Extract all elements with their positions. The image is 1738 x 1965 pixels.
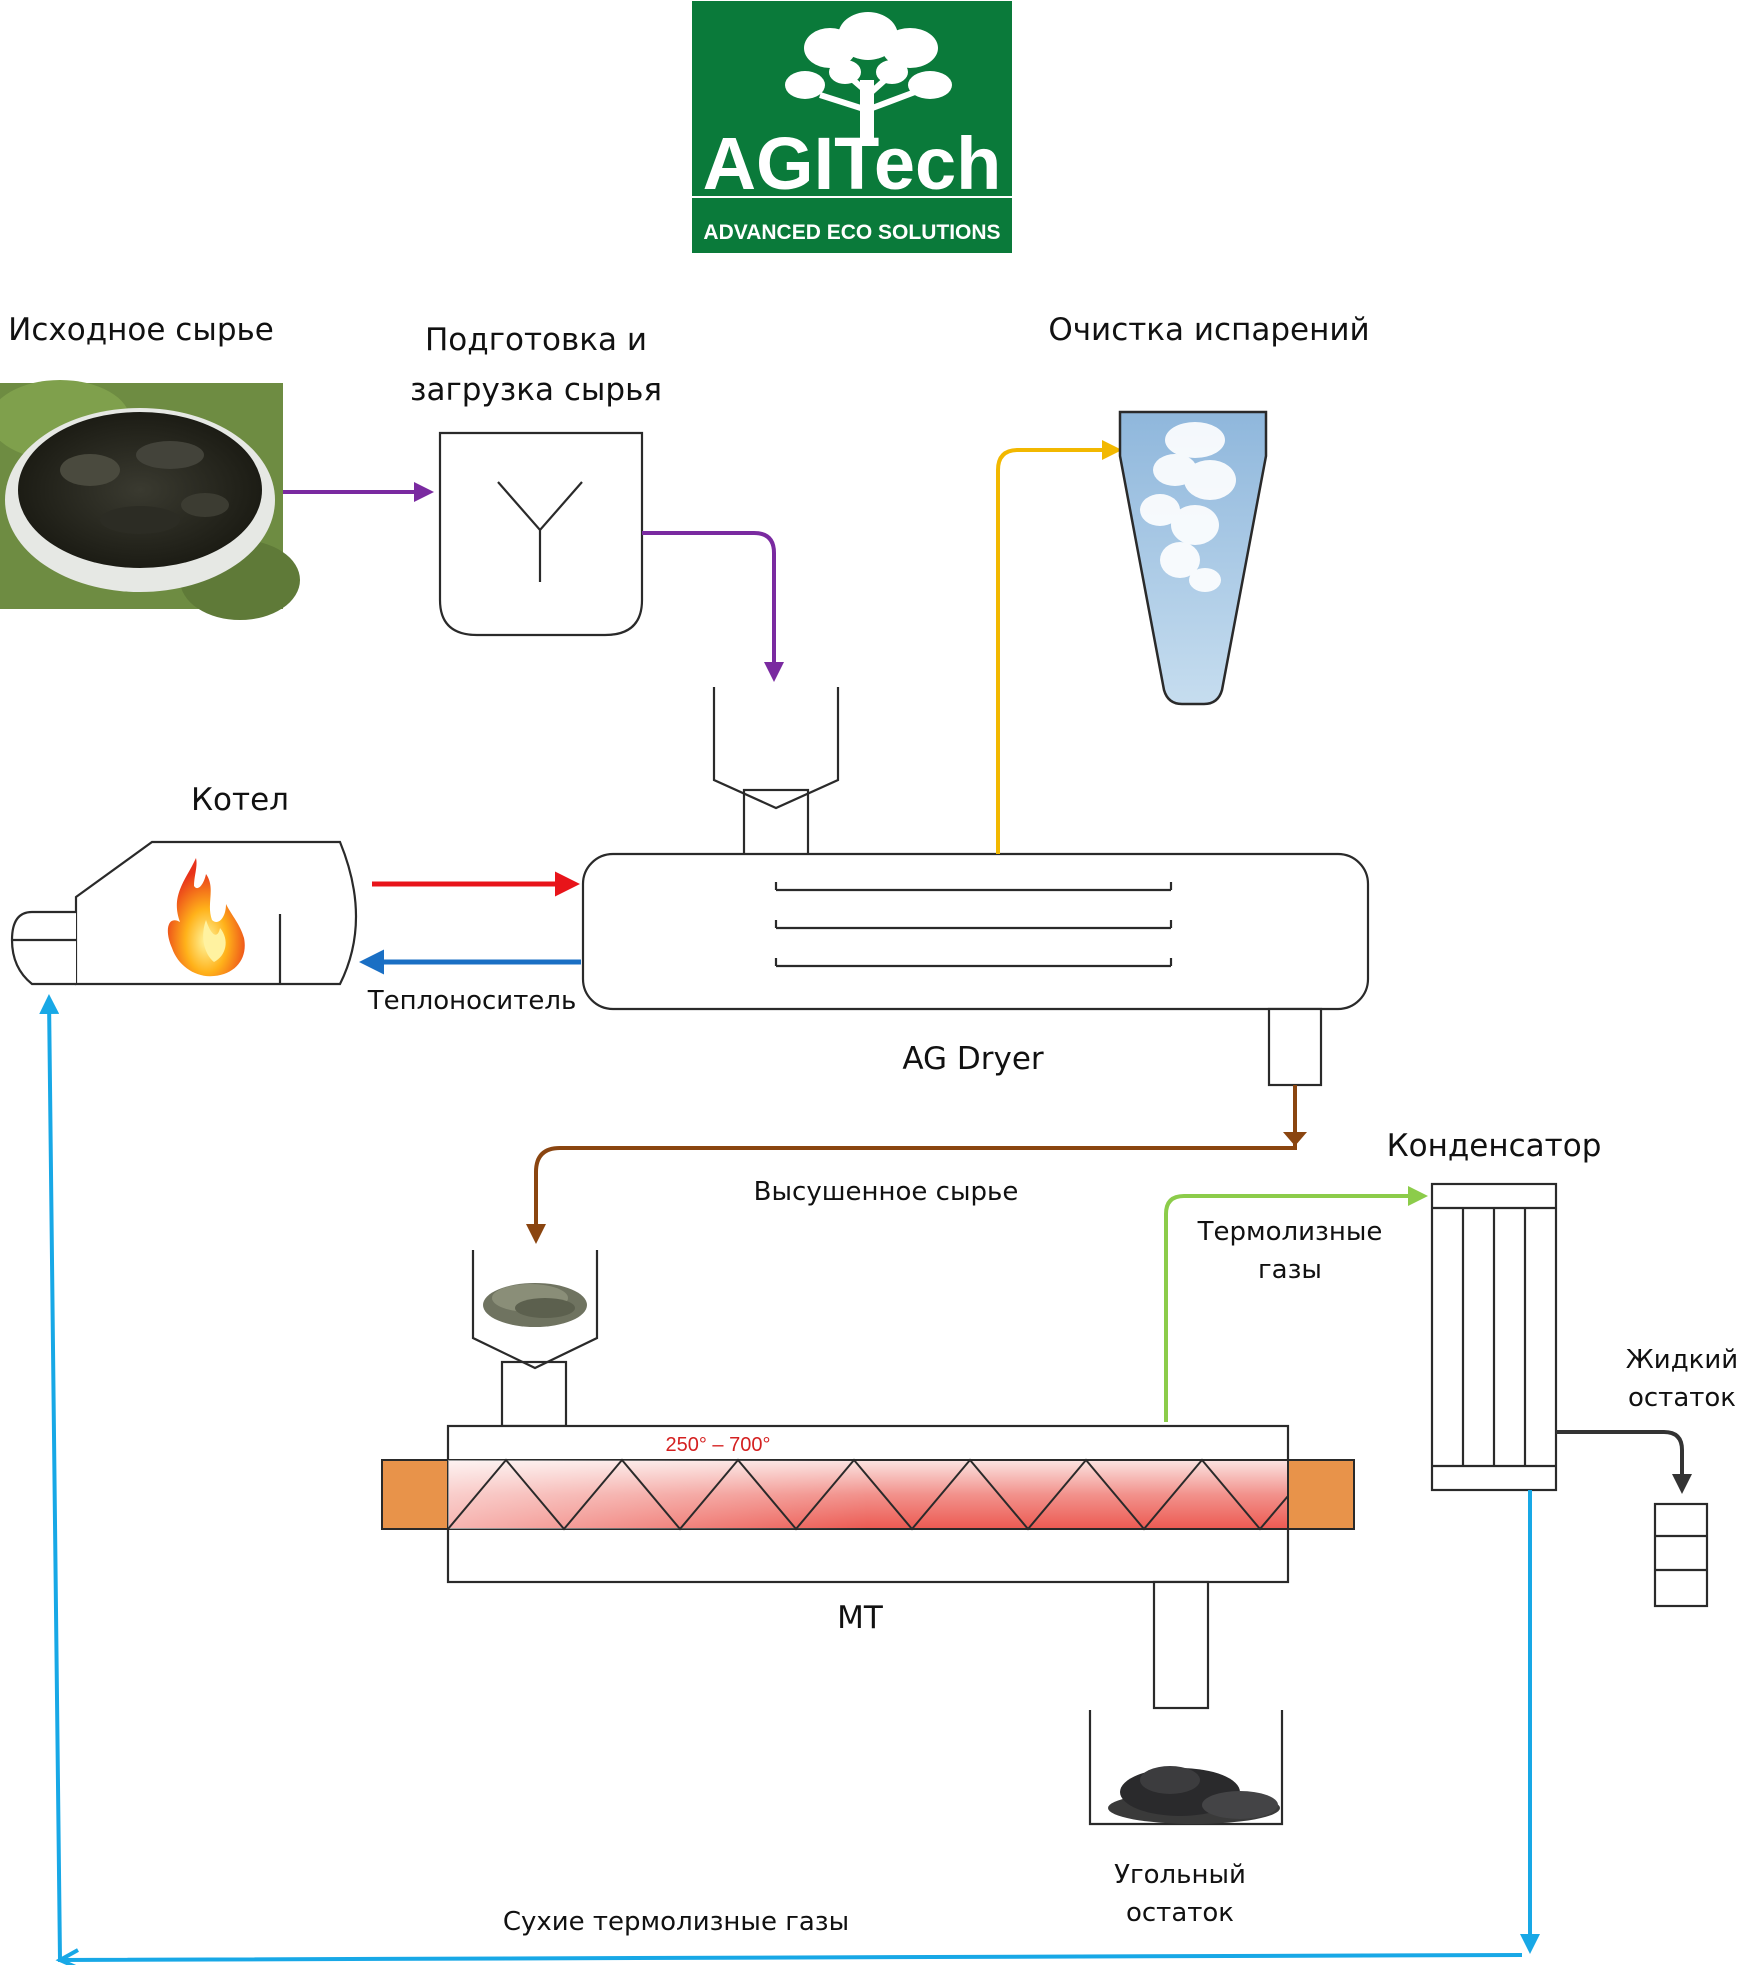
liquid-label-line1: Жидкий: [1626, 1345, 1738, 1375]
liquid-arrow: [1556, 1430, 1692, 1494]
boiler: [10, 840, 358, 986]
raw-material-label: Исходное сырье: [8, 312, 274, 348]
char-label-line1: Угольный: [1114, 1860, 1246, 1890]
thermo-gases-arrow: [1164, 1186, 1428, 1422]
logo: AGITech ADVANCED ECO SOLUTIONS: [692, 1, 1012, 253]
vapor-cleaning-label: Очистка испарений: [1048, 312, 1369, 348]
heat-carrier-label: Теплоноситель: [367, 986, 577, 1016]
dried-feed-arrow: [526, 1085, 1297, 1244]
cyclone: [1118, 410, 1268, 706]
mt-reactor: [381, 1424, 1355, 1710]
logo-wordmark: AGITech: [703, 122, 1002, 205]
flame-icon: [167, 858, 245, 977]
dryer-feed-hopper: [712, 687, 840, 858]
condenser-label: Конденсатор: [1387, 1128, 1602, 1164]
prep-hopper: [438, 431, 644, 637]
dried-material-label: Высушенное сырье: [754, 1177, 1019, 1207]
raw-material-photo: [0, 380, 300, 620]
prep-feed-arrow: [642, 531, 784, 682]
dryer-label: AG Dryer: [902, 1041, 1044, 1077]
thermo-gases-label-line2: газы: [1258, 1255, 1322, 1285]
condenser: [1430, 1182, 1558, 1492]
liquid-label-line2: остаток: [1628, 1383, 1736, 1413]
mt-feed-hopper: [471, 1250, 599, 1428]
temperature-label: 250° – 700°: [666, 1434, 771, 1456]
dried-feed-arrowhead: [1283, 1132, 1307, 1146]
thermo-gases-label-line1: Термолизные: [1197, 1217, 1383, 1247]
mt-label: MT: [837, 1600, 884, 1636]
cloud-icon: [1140, 422, 1236, 592]
ag-dryer: [581, 852, 1370, 1087]
logo-tagline: ADVANCED ECO SOLUTIONS: [703, 221, 1000, 244]
logo-tree-icon: [785, 12, 952, 140]
liquid-container: [1653, 1502, 1709, 1608]
char-bin: [1088, 1710, 1284, 1826]
char-label-line2: остаток: [1126, 1898, 1234, 1928]
dry-gases-corner-arrowhead: [55, 1948, 79, 1965]
prep-label-line2: загрузка сырья: [410, 372, 662, 408]
vapors-arrow: [996, 440, 1122, 854]
prep-label-line1: Подготовка и: [425, 322, 647, 358]
dried-powder-icon: [483, 1283, 587, 1327]
dry-gases-label: Сухие термолизные газы: [503, 1907, 849, 1937]
char-pile-icon: [1108, 1766, 1280, 1824]
boiler-label: Котел: [191, 782, 289, 818]
